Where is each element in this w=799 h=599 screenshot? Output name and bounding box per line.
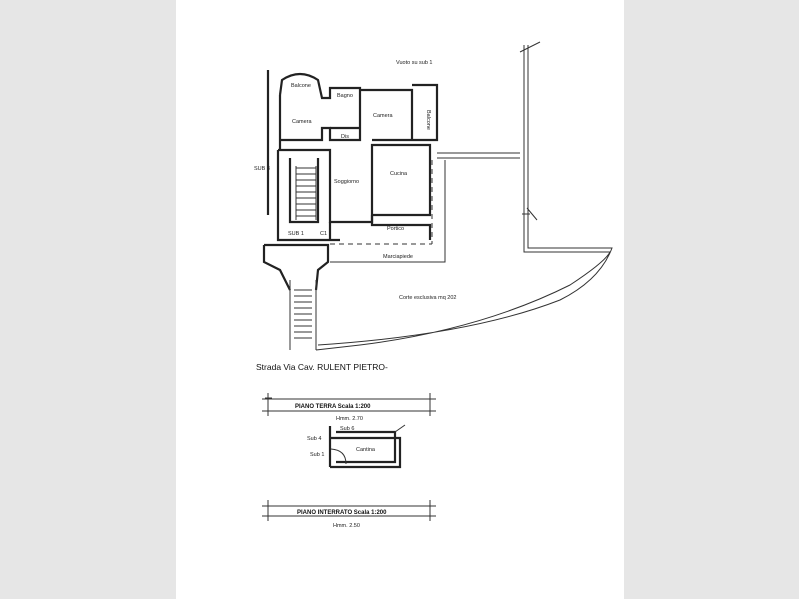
room-label-cantina: Cantina <box>356 447 376 453</box>
room-label-dis: Dis <box>341 134 349 140</box>
piano-terra-title: PIANO TERRA Scala 1:200 <box>295 404 371 410</box>
room-label-soggiorno: Soggiorno <box>334 179 359 185</box>
room-label-balcone: Balcone <box>291 83 311 89</box>
basement-plan: Sub 6 Sub 4 Sub 1 Cantina <box>307 424 406 469</box>
room-label-balcone: Balcone <box>425 110 431 130</box>
room-label-sub1: Sub 1 <box>310 452 324 458</box>
building-walls <box>262 41 613 351</box>
room-label-sub3: SUB 3 <box>254 166 270 172</box>
room-label-c1: C1 <box>320 231 327 237</box>
room-label-marciapiede: Marciapiede <box>383 254 413 260</box>
floor-plan-drawing: Vuoto su sub 1 Balcone Bagno Camera Came… <box>254 41 613 529</box>
room-label-bagno: Bagno <box>337 93 353 99</box>
street-label: Strada Via Cav. RULENT PIETRO- <box>256 362 388 372</box>
piano-terra-scale-bar: PIANO TERRA Scala 1:200 Hmm. 2.70 <box>262 393 436 422</box>
room-label-camera: Camera <box>373 113 394 119</box>
top-note-label: Vuoto su sub 1 <box>396 60 433 66</box>
room-label-sub6: Sub 6 <box>340 426 354 432</box>
piano-interrato-scale-bar: PIANO INTERRATO Scala 1:200 Hmm. 2.50 <box>262 500 436 529</box>
room-label-portico: Portico <box>387 226 404 232</box>
piano-interrato-height: Hmm. 2.50 <box>333 523 360 529</box>
room-label-camera: Camera <box>292 119 313 125</box>
room-label-corte: Corte esclusiva mq 202 <box>399 295 456 301</box>
piano-terra-height: Hmm. 2.70 <box>336 416 363 422</box>
floor-plan-sheet: Vuoto su sub 1 Balcone Bagno Camera Came… <box>176 0 624 599</box>
room-label-cucina: Cucina <box>390 171 408 177</box>
room-label-sub4: Sub 4 <box>307 436 321 442</box>
piano-interrato-title: PIANO INTERRATO Scala 1:200 <box>297 510 387 516</box>
room-label-sub1: SUB 1 <box>288 231 304 237</box>
